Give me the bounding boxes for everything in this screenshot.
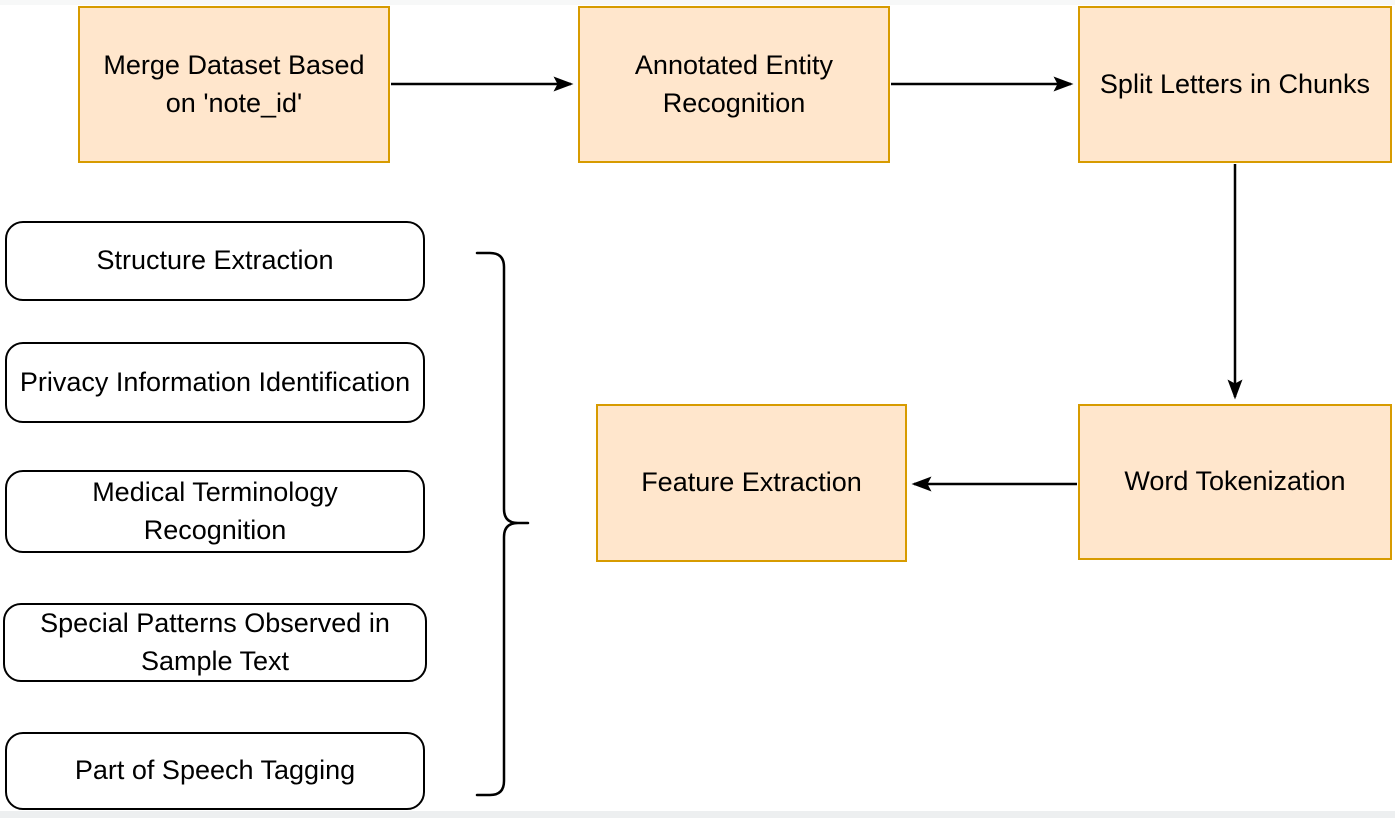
item-medical-terminology-recognition: Medical Terminology Recognition xyxy=(5,470,425,553)
node-annotated-entity-recognition-label: Annotated Entity Recognition xyxy=(634,50,834,118)
curly-brace xyxy=(475,251,530,797)
item-privacy-information-identification: Privacy Information Identification xyxy=(5,342,425,423)
bottom-edge-strip xyxy=(0,811,1395,818)
item-part-of-speech-tagging: Part of Speech Tagging xyxy=(5,732,425,810)
top-edge-strip xyxy=(0,0,1395,5)
node-feature-extraction: Feature Extraction xyxy=(596,404,907,562)
item-medical-terminology-recognition-label: Medical Terminology Recognition xyxy=(92,477,338,545)
item-structure-extraction-label: Structure Extraction xyxy=(96,245,334,276)
item-special-patterns-observed-label: Special Patterns Observed in Sample Text xyxy=(40,608,390,676)
node-split-letters-in-chunks-label: Split Letters in Chunks xyxy=(1099,68,1371,99)
node-feature-extraction-label: Feature Extraction xyxy=(641,467,862,498)
item-structure-extraction: Structure Extraction xyxy=(5,221,425,301)
node-word-tokenization: Word Tokenization xyxy=(1078,404,1392,560)
node-split-letters-in-chunks: Split Letters in Chunks xyxy=(1078,6,1392,163)
item-part-of-speech-tagging-label: Part of Speech Tagging xyxy=(74,755,356,786)
node-word-tokenization-label: Word Tokenization xyxy=(1124,466,1346,497)
item-privacy-information-identification-label: Privacy Information Identification xyxy=(19,366,411,397)
node-merge-dataset-label: Merge Dataset Based on 'note_id' xyxy=(103,50,365,118)
node-merge-dataset: Merge Dataset Based on 'note_id' xyxy=(78,6,390,163)
node-annotated-entity-recognition: Annotated Entity Recognition xyxy=(578,6,890,163)
item-special-patterns-observed: Special Patterns Observed in Sample Text xyxy=(3,603,427,682)
